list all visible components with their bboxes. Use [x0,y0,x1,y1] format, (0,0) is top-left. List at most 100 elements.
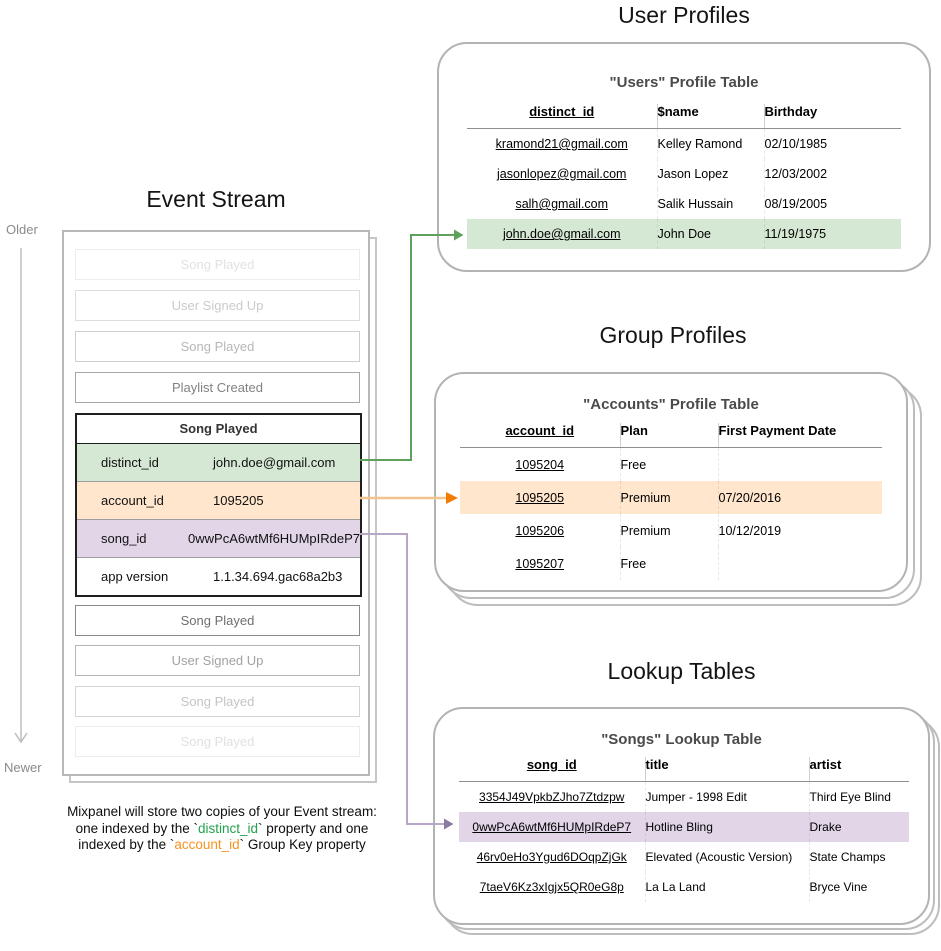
table-row: 3354J49VpkbZJho7Ztdzpw Jumper - 1998 Edi… [459,781,909,812]
older-label: Older [6,222,38,237]
column-header: artist [808,757,909,782]
account-id-highlight: account_id [174,837,240,852]
cell-account-id: 1095207 [515,556,565,571]
cell-account-id: 1095204 [515,457,565,472]
property-value: john.doe@gmail.com [213,455,336,470]
cell-first-payment-date: 10/12/2019 [717,514,882,547]
cell-distinct-id: john.doe@gmail.com [467,219,657,249]
cell-song-id: 3354J49VpkbZJho7Ztdzpw [479,790,625,804]
cell-plan: Free [619,547,718,580]
event-card: Playlist Created [75,372,360,403]
property-key: song_id [101,531,147,546]
cell-artist: Drake [808,812,909,842]
event-card: Song Played [75,726,360,757]
property-key: app version [101,569,169,584]
cell-birthday: 11/19/1975 [763,219,901,249]
expanded-event-name: Song Played [179,421,258,436]
lookup-tables-title: Lookup Tables [607,658,756,684]
users-card: "Users" Profile Table distinct_id $name … [437,42,931,272]
table-row: 1095204 Free [460,447,882,481]
cell-birthday: 02/10/1985 [763,128,901,159]
column-header: Plan [619,423,718,448]
accounts-table-heading: "Accounts" Profile Table [583,396,759,413]
cell-plan: Premium [619,514,718,547]
users-header-row: distinct_id $name Birthday [467,104,901,129]
cell-title: Elevated (Acoustic Version) [644,842,809,872]
group-profiles-title: Group Profiles [599,322,747,348]
property-row-app-version: app version 1.1.34.694.gac68a2b3 [77,557,360,595]
table-row: 7taeV6Kz3xIgjx5QR0eG8p La La Land Bryce … [459,872,909,902]
column-header: $name [656,104,764,129]
cell-song-id: 7taeV6Kz3xIgjx5QR0eG8p [479,880,624,894]
caption-line: one indexed by the `distinct_id` propert… [75,820,369,836]
property-value: 1095205 [213,493,264,508]
cell-artist: State Champs [808,842,909,872]
table-row: kramond21@gmail.com Kelley Ramond 02/10/… [467,128,901,159]
cell-plan: Free [619,447,718,481]
cell-title: La La Land [644,872,809,902]
table-row: jasonlopez@gmail.com Jason Lopez 12/03/2… [467,159,901,189]
songs-header-row: song_id title artist [459,757,909,782]
table-row: 46rv0eHo3Ygud6DOqpZjGk Elevated (Acousti… [459,842,909,872]
table-row: 1095207 Free [460,547,882,580]
cell-name: Salik Hussain [656,189,764,219]
cell-song-id: 46rv0eHo3Ygud6DOqpZjGk [476,850,627,864]
cell-first-payment-date: 07/20/2016 [717,481,882,514]
cell-title: Jumper - 1998 Edit [644,781,809,812]
event-card: User Signed Up [75,645,360,676]
newer-label: Newer [4,760,42,775]
timeline-arrow [14,248,28,744]
property-row-song-id: song_id 0wwPcA6wtMf6HUMpIRdeP7 [77,519,360,557]
songs-table-heading: "Songs" Lookup Table [601,731,762,748]
table-row-highlighted: 1095205 Premium 07/20/2016 [460,481,882,514]
songs-table: song_id title artist 3354J49VpkbZJho7Ztd… [459,757,909,902]
event-stream-title: Event Stream [146,186,286,212]
event-card: Song Played [75,331,360,362]
cell-account-id: 1095205 [460,481,620,514]
caption-line: Mixpanel will store two copies of your E… [67,804,377,819]
column-header: account_id [460,423,620,448]
cell-name: John Doe [656,219,764,249]
column-header: First Payment Date [717,423,882,448]
user-profiles-title: User Profiles [618,2,750,28]
cell-distinct-id: jasonlopez@gmail.com [497,167,627,181]
property-value: 1.1.34.694.gac68a2b3 [213,569,343,584]
user-profiles-panel: "Users" Profile Table distinct_id $name … [437,42,931,272]
property-key: distinct_id [101,455,159,470]
table-row: salh@gmail.com Salik Hussain 08/19/2005 [467,189,901,219]
table-row-highlighted: 0wwPcA6wtMf6HUMpIRdeP7 Hotline Bling Dra… [459,812,909,842]
property-row-distinct-id: distinct_id john.doe@gmail.com [77,443,360,481]
table-row: 1095206 Premium 10/12/2019 [460,514,882,547]
accounts-header-row: account_id Plan First Payment Date [460,423,882,448]
accounts-table: account_id Plan First Payment Date 10952… [460,423,882,580]
property-key: account_id [101,493,164,508]
cell-song-id: 0wwPcA6wtMf6HUMpIRdeP7 [459,812,645,842]
cell-name: Kelley Ramond [656,128,764,159]
event-card: Song Played [75,686,360,717]
songs-card: "Songs" Lookup Table song_id title artis… [433,707,930,925]
cell-distinct-id: salh@gmail.com [515,197,609,211]
distinct-id-highlight: distinct_id [197,820,259,836]
cell-plan: Premium [619,481,718,514]
users-table-heading: "Users" Profile Table [609,74,759,91]
cell-birthday: 08/19/2005 [763,189,901,219]
caption: Mixpanel will store two copies of your E… [38,804,406,854]
cell-first-payment-date [717,547,882,580]
cell-artist: Bryce Vine [808,872,909,902]
property-value: 0wwPcA6wtMf6HUMpIRdeP7 [188,531,360,546]
cell-first-payment-date [717,447,882,481]
cell-distinct-id: kramond21@gmail.com [495,137,628,151]
caption-line: indexed by the `account_id` Group Key pr… [78,837,366,852]
cell-name: Jason Lopez [656,159,764,189]
column-header: title [644,757,809,782]
column-header: distinct_id [467,104,657,129]
column-header: song_id [459,757,645,782]
property-row-account-id: account_id 1095205 [77,481,360,519]
event-stream-card: Song Played User Signed Up Song Played P… [62,230,370,776]
event-stream-container: Song Played User Signed Up Song Played P… [62,230,377,783]
users-table: distinct_id $name Birthday kramond21@gma… [467,104,901,249]
expanded-event-card: Song Played distinct_id john.doe@gmail.c… [75,413,362,597]
event-card: User Signed Up [75,290,360,321]
lookup-tables-panel: "Songs" Lookup Table song_id title artis… [433,707,940,935]
